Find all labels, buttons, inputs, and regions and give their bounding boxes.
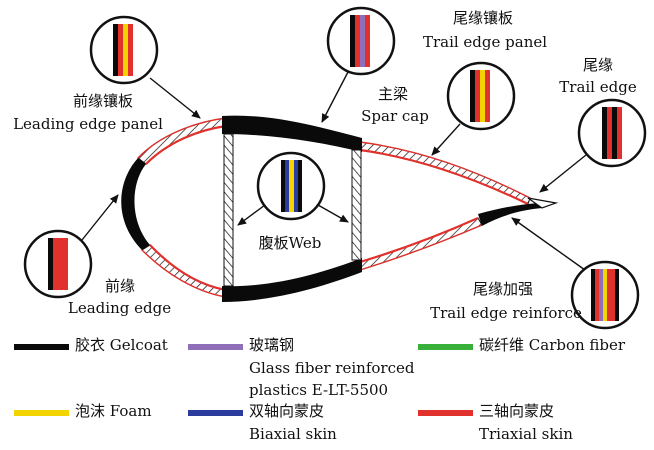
legend-label-carbon-fiber: 碳纤维 Carbon fiber xyxy=(479,336,626,354)
legend-label-glass-fiber-3: plastics E-LT-5500 xyxy=(249,381,389,399)
legend-label-foam: 泡沫 Foam xyxy=(75,402,152,420)
label-trail-panel-en: Trail edge panel xyxy=(422,33,548,51)
callout-spar-cap xyxy=(326,6,396,76)
triaxial-skin-outer xyxy=(137,117,531,298)
label-trail-panel-cn: 尾缘镶板 xyxy=(452,9,513,27)
spar-cap-bottom xyxy=(222,258,362,302)
legend-label-triaxial: 三轴向蒙皮 xyxy=(479,402,555,420)
legend-swatch-gelcoat xyxy=(14,344,69,350)
label-leading-panel-cn: 前缘镶板 xyxy=(72,92,133,110)
arrow-trail-edge xyxy=(539,154,587,193)
legend-swatch-carbon-fiber xyxy=(418,344,473,350)
label-spar-cap-cn: 主梁 xyxy=(377,85,408,103)
callout-trail-reinforce xyxy=(570,260,640,330)
leading-edge-nose xyxy=(121,158,150,250)
label-leading-panel-en: Leading edge panel xyxy=(13,115,163,133)
arrow-trail-reinforce xyxy=(511,217,586,271)
callout-leading-panel xyxy=(89,15,159,85)
callout-web xyxy=(256,151,326,221)
web-left xyxy=(223,133,234,287)
callout-leading-edge xyxy=(23,229,93,299)
label-spar-cap-en: Spar cap xyxy=(361,107,429,125)
label-web: 腹板Web xyxy=(258,234,322,252)
legend-swatch-foam xyxy=(14,410,69,416)
legend-swatch-glass-fiber xyxy=(188,344,243,350)
legend-label-biaxial-2: Biaxial skin xyxy=(249,425,337,443)
label-trail-reinforce-cn: 尾缘加强 xyxy=(472,280,533,298)
arrow-leading-edge xyxy=(81,194,119,241)
callout-trail-edge xyxy=(577,98,647,168)
legend-label-glass-fiber-2: Glass fiber reinforced xyxy=(249,359,415,377)
arrow-spar-cap xyxy=(321,71,349,123)
trail-edge-tip xyxy=(527,197,559,209)
label-trail-reinforce-en: Trail edge reinforce xyxy=(430,304,582,322)
label-trail-edge-cn: 尾缘 xyxy=(582,56,613,74)
arrow-leading-panel xyxy=(149,77,201,119)
label-leading-edge-cn: 前缘 xyxy=(104,277,135,295)
legend-swatch-biaxial xyxy=(188,410,243,416)
arrow-web-left xyxy=(237,204,266,226)
trail-panel-upper-hatch xyxy=(359,141,531,205)
trail-panel-lower-hatch xyxy=(359,217,483,271)
triaxial-skin-line xyxy=(145,124,529,292)
legend-label-glass-fiber: 玻璃钢 xyxy=(249,336,295,354)
legend-label-gelcoat: 胶衣 Gelcoat xyxy=(75,336,168,354)
spar-cap-top xyxy=(222,115,362,152)
web-right xyxy=(351,149,362,261)
legend-label-biaxial: 双轴向蒙皮 xyxy=(249,402,325,420)
label-trail-edge-en: Trail edge xyxy=(559,78,637,96)
callout-trail-panel xyxy=(446,61,516,131)
trail-edge-reinforce xyxy=(478,203,542,226)
arrow-web-right xyxy=(317,204,349,223)
legend-swatch-triaxial xyxy=(418,410,473,416)
label-leading-edge-en: Leading edge xyxy=(67,299,172,317)
legend-label-triaxial-2: Triaxial skin xyxy=(479,425,573,443)
arrow-trail-panel xyxy=(431,123,461,156)
